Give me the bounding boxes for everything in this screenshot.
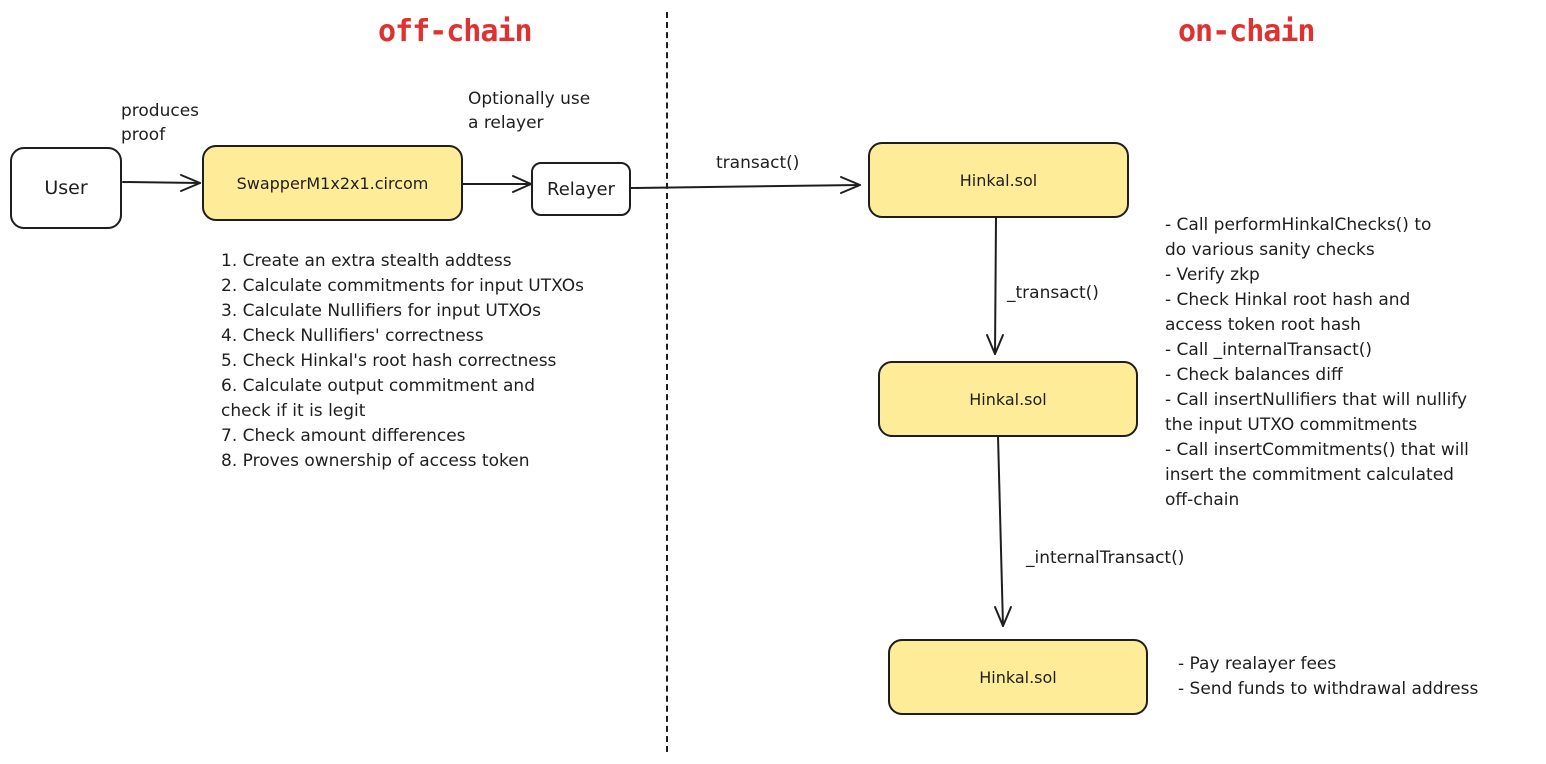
relayer-node: Relayer bbox=[531, 162, 631, 216]
transact-note: - Verify zkp bbox=[1165, 265, 1260, 285]
underscore-transact-call-label: _transact() bbox=[1007, 283, 1099, 303]
hinkal-node-underscore-transact-label: Hinkal.sol bbox=[969, 389, 1047, 409]
offchain-step: 1. Create an extra stealth addtess bbox=[221, 251, 512, 271]
offchain-step: 6. Calculate output commitment and bbox=[221, 376, 536, 396]
produces-proof-line: produces bbox=[121, 101, 200, 121]
offchain-step: check if it is legit bbox=[221, 401, 366, 421]
transact-call-label: transact() bbox=[716, 153, 800, 173]
arrow-hinkal2-to-hinkal3 bbox=[994, 435, 1012, 627]
transact-note: - Call insertNullifiers that will nullif… bbox=[1165, 390, 1468, 410]
optional-relayer-line: a relayer bbox=[468, 113, 544, 133]
transact-notes-list: - Call performHinkalChecks() to do vario… bbox=[1165, 213, 1469, 513]
internal-note: - Send funds to withdrawal address bbox=[1178, 679, 1479, 699]
hinkal-node-internal-transact-label: Hinkal.sol bbox=[979, 667, 1057, 687]
swapper-circuit-label: SwapperM1x2x1.circom bbox=[236, 173, 429, 193]
hinkal-node-internal-transact: Hinkal.sol bbox=[888, 639, 1148, 715]
transact-note: - Check balances diff bbox=[1165, 365, 1343, 385]
arrow-user-to-swapper bbox=[122, 174, 201, 192]
offchain-step: 8. Proves ownership of access token bbox=[221, 451, 530, 471]
section-divider bbox=[666, 12, 668, 752]
offchain-step: 3. Calculate Nullifiers for input UTXOs bbox=[221, 301, 542, 321]
offchain-step: 5. Check Hinkal's root hash correctness bbox=[221, 351, 557, 371]
optional-relayer-line: Optionally use bbox=[468, 89, 591, 109]
user-node: User bbox=[10, 147, 122, 229]
produces-proof-line: proof bbox=[121, 125, 166, 145]
transact-note: do various sanity checks bbox=[1165, 240, 1375, 260]
offchain-steps-list: 1. Create an extra stealth addtess 2. Ca… bbox=[221, 249, 584, 474]
internal-notes-list: - Pay realayer fees - Send funds to with… bbox=[1178, 652, 1478, 702]
transact-note: off-chain bbox=[1165, 490, 1240, 510]
hinkal-node-underscore-transact: Hinkal.sol bbox=[878, 361, 1138, 437]
produces-proof-label: produces proof bbox=[121, 99, 199, 147]
offchain-step: 4. Check Nullifiers' correctness bbox=[221, 326, 484, 346]
onchain-heading: on-chain bbox=[1178, 14, 1315, 49]
arrow-hinkal1-to-hinkal2 bbox=[986, 217, 1004, 355]
transact-note: - Call _internalTransact() bbox=[1165, 340, 1373, 360]
relayer-node-label: Relayer bbox=[547, 178, 615, 200]
offchain-step: 7. Check amount differences bbox=[221, 426, 466, 446]
internal-transact-call-label: _internalTransact() bbox=[1026, 548, 1185, 568]
hinkal-node-transact: Hinkal.sol bbox=[868, 142, 1129, 218]
offchain-heading: off-chain bbox=[378, 14, 533, 49]
transact-note: insert the commitment calculated bbox=[1165, 465, 1454, 485]
transact-note: access token root hash bbox=[1165, 315, 1361, 335]
offchain-step: 2. Calculate commitments for input UTXOs bbox=[221, 276, 584, 296]
transact-note: the input UTXO commitments bbox=[1165, 415, 1418, 435]
swapper-circuit-node: SwapperM1x2x1.circom bbox=[202, 145, 463, 221]
internal-note: - Pay realayer fees bbox=[1178, 654, 1337, 674]
hinkal-node-transact-label: Hinkal.sol bbox=[959, 170, 1038, 190]
user-node-label: User bbox=[44, 177, 88, 199]
optional-relayer-label: Optionally use a relayer bbox=[468, 87, 590, 135]
arrow-relayer-to-hinkal bbox=[630, 176, 861, 194]
transact-note: - Call performHinkalChecks() to bbox=[1165, 215, 1432, 235]
arrow-swapper-to-relayer bbox=[462, 175, 532, 193]
transact-note: - Call insertCommitments() that will bbox=[1165, 440, 1469, 460]
transact-note: - Check Hinkal root hash and bbox=[1165, 290, 1411, 310]
